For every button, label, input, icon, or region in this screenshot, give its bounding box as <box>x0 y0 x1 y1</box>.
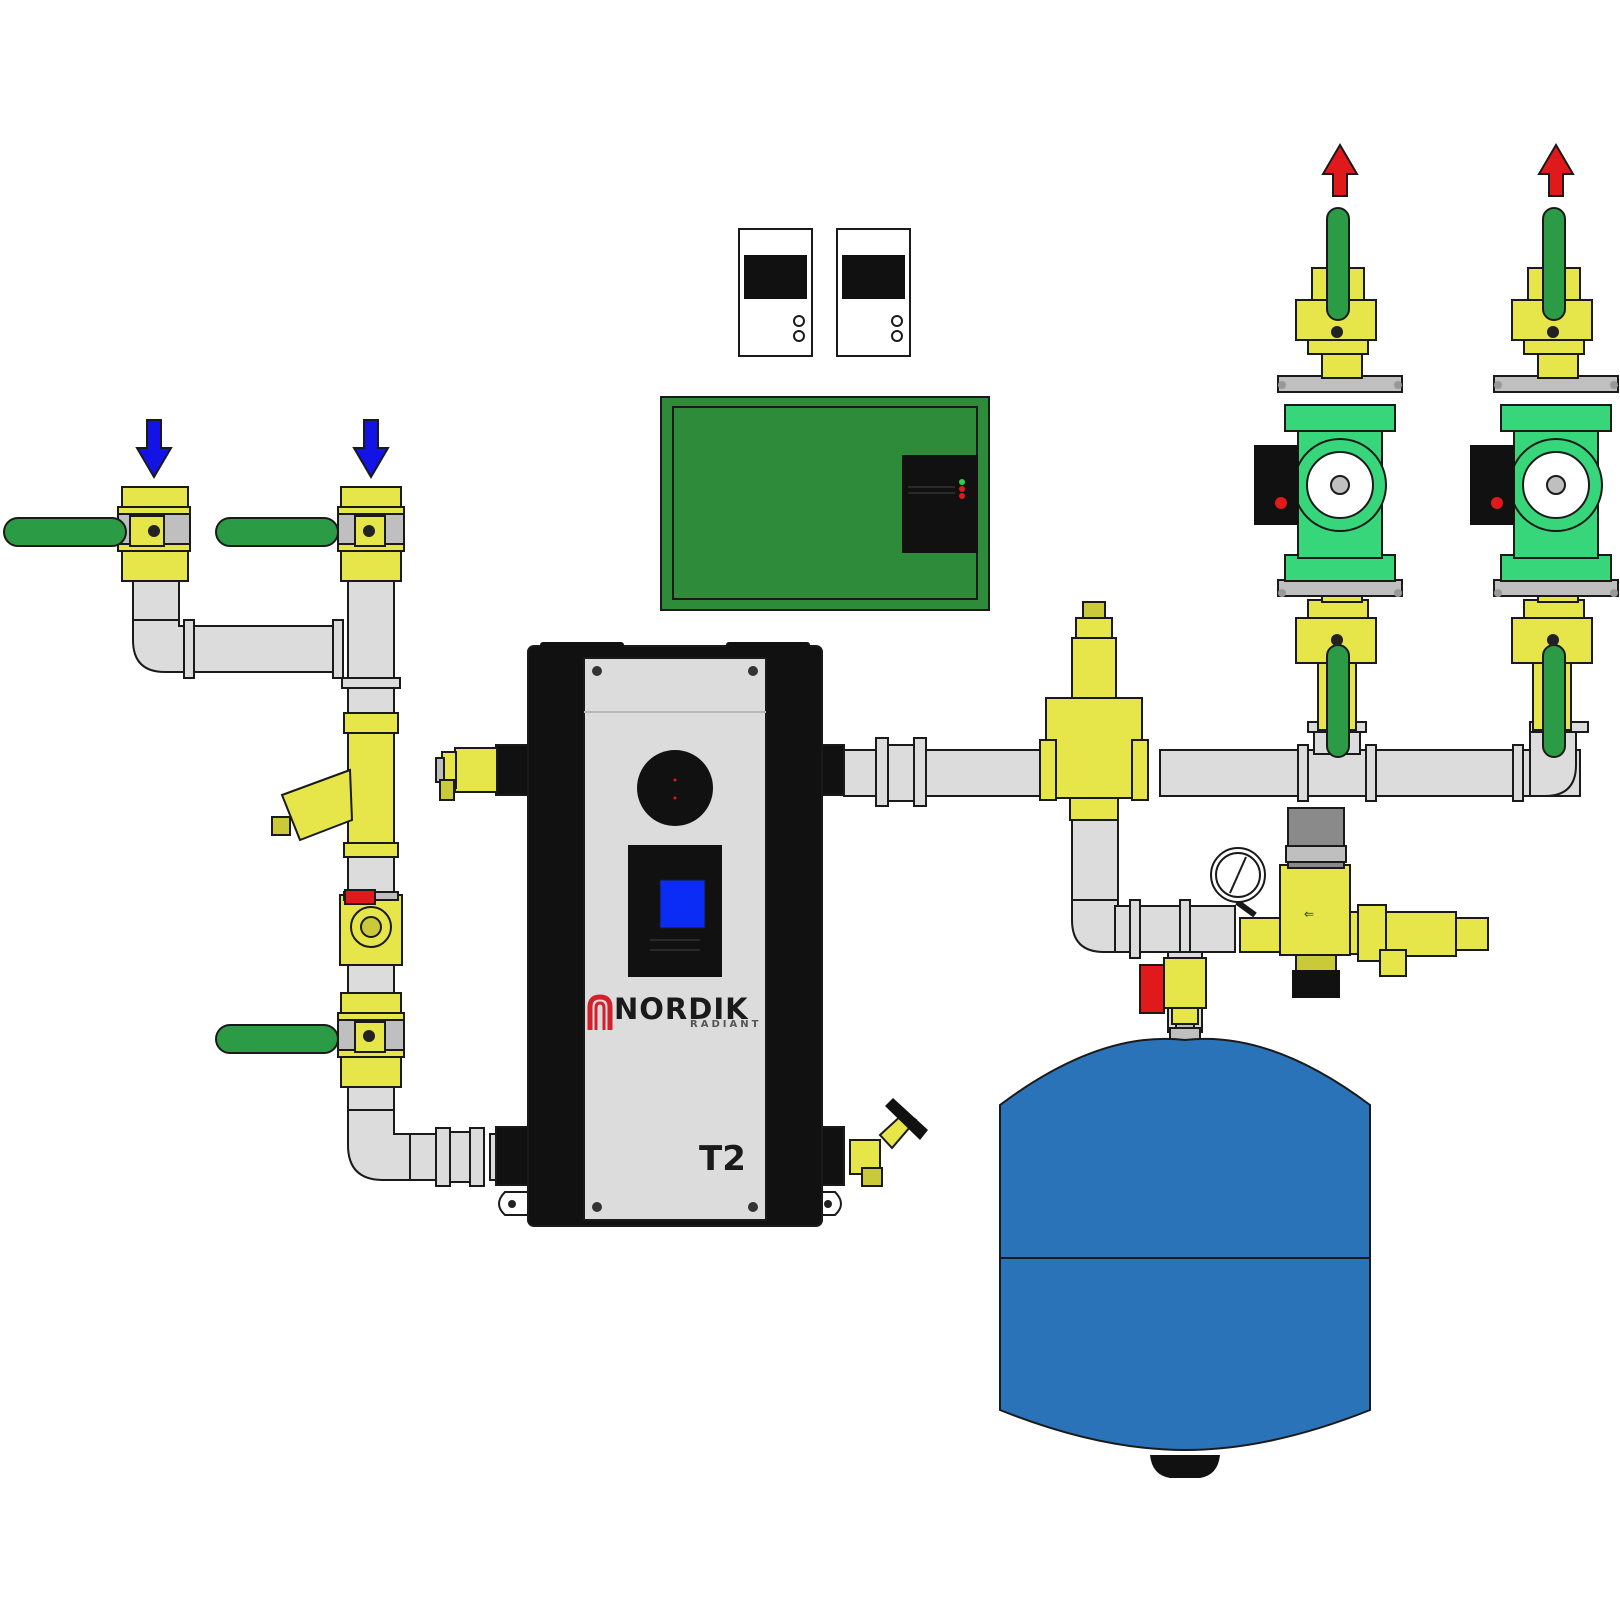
ball-valve-inlet-2 <box>215 486 405 582</box>
zone-1-lower-valve-handle <box>1326 634 1350 758</box>
nordik-logo-icon <box>587 994 613 1030</box>
thermostat-right <box>836 228 911 357</box>
cold-water-inlet-arrow-1 <box>135 419 173 479</box>
thermostat-left <box>738 228 813 357</box>
air-separator <box>1039 601 1149 821</box>
zone-2-lower-valve-handle <box>1542 634 1566 758</box>
cold-water-inlet-arrow-2 <box>352 419 390 479</box>
svg-text:⇐: ⇐ <box>1304 907 1314 921</box>
pressure-reducing-valve: ⇐ <box>1239 807 1489 998</box>
ball-valve-inlet-1 <box>3 486 191 582</box>
zone-2-outlet-arrow <box>1537 143 1575 197</box>
zone-control-box <box>660 396 990 611</box>
boiler-brand-sub: RADIANT <box>690 1019 761 1030</box>
union-boiler-inlet <box>435 1127 485 1187</box>
expansion-tank <box>999 1027 1371 1478</box>
y-strainer <box>271 712 399 858</box>
tank-isolation-valve <box>1139 957 1207 1035</box>
supply-header-piping <box>843 721 1589 807</box>
boiler-brand: NORDIK <box>614 992 749 1026</box>
cold-water-inlet-piping <box>132 577 515 1181</box>
check-valve <box>339 889 403 966</box>
ball-valve-boiler-inlet <box>215 992 405 1088</box>
pressure-gauge <box>1210 847 1266 918</box>
zone-1-upper-valve-handle <box>1326 207 1350 338</box>
zone-2-upper-valve-handle <box>1542 207 1566 338</box>
zone-1-outlet-arrow <box>1321 143 1359 197</box>
drain-valve <box>849 1098 928 1187</box>
boiler-model: T2 <box>699 1139 746 1179</box>
electric-boiler: NORDIK RADIANT T2 <box>495 642 845 1227</box>
pressure-relief-valve <box>435 747 498 801</box>
